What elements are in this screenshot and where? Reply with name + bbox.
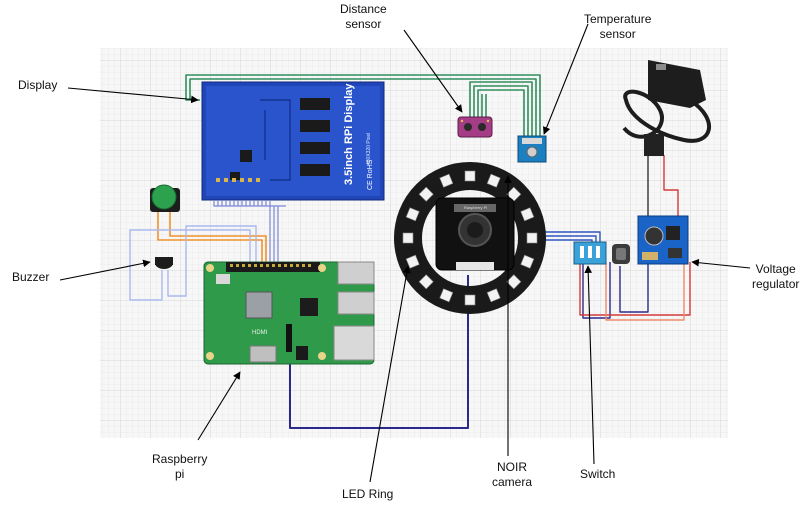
- raspberry-pi-board: HDMI: [203, 261, 375, 365]
- label-temperature-sensor-line2: sensor: [599, 27, 636, 41]
- camera-brand-text: Raspberry Pi: [464, 205, 487, 210]
- led-ring-leds: [402, 170, 538, 306]
- label-led-ring-text: LED Ring: [342, 487, 394, 501]
- label-voltage-regulator-line1: Voltage: [755, 262, 796, 276]
- label-buzzer: Buzzer: [12, 270, 49, 285]
- led-pixel: [520, 254, 535, 269]
- label-switch: Switch: [580, 467, 615, 482]
- label-switch-text: Switch: [580, 467, 616, 481]
- led-pixel: [418, 274, 434, 290]
- led-pixel: [506, 186, 522, 202]
- label-temperature-sensor: Temperature sensor: [584, 12, 651, 42]
- display-res-text: 480X320 Pixel: [366, 133, 372, 165]
- distance-sensor-module: [457, 116, 493, 138]
- switch-module: [573, 241, 630, 265]
- label-temperature-sensor-line1: Temperature: [584, 12, 652, 26]
- led-pixel: [506, 274, 522, 290]
- led-pixel: [439, 288, 454, 303]
- led-pixel: [486, 288, 501, 303]
- label-raspberry-pi-line2: pi: [175, 467, 185, 481]
- label-voltage-regulator-line2: regulator: [752, 277, 800, 291]
- callout-arrows: [59, 23, 751, 483]
- voltage-regulator-module: [637, 215, 689, 265]
- temperature-sensor-module: [517, 135, 547, 163]
- led-pixel: [418, 186, 434, 202]
- label-display: Display: [18, 78, 57, 93]
- label-noir-camera-line2: camera: [492, 475, 533, 489]
- label-noir-camera-line1: NOIR: [497, 460, 527, 474]
- rpi-hdmi-text: HDMI: [252, 330, 268, 336]
- label-noir-camera: NOIR camera: [492, 460, 532, 490]
- led-pixel: [402, 232, 414, 244]
- noir-camera-module: Raspberry Pi: [435, 197, 515, 271]
- push-button: [150, 184, 180, 212]
- display-title-text: 3.5inch RPi Display: [343, 83, 355, 185]
- buzzer-component: [155, 257, 173, 269]
- label-raspberry-pi: Raspberry pi: [152, 452, 207, 482]
- led-ring: [394, 162, 546, 314]
- led-pixel: [526, 232, 538, 244]
- label-distance-sensor: Distance sensor: [340, 2, 387, 32]
- label-distance-sensor-line1: Distance: [340, 2, 387, 16]
- led-pixel: [486, 173, 501, 188]
- led-pixel: [464, 294, 476, 306]
- power-adapter: [622, 60, 711, 156]
- led-pixel: [405, 207, 420, 222]
- label-voltage-regulator: Voltage regulator: [752, 262, 799, 292]
- label-raspberry-pi-line1: Raspberry: [152, 452, 208, 466]
- led-pixel: [439, 173, 454, 188]
- display-module: 3.5inch RPi Display 480X320 Pixel CE RoH…: [201, 81, 385, 262]
- led-pixel: [405, 254, 420, 269]
- led-pixel: [520, 207, 535, 222]
- display-ce-text: CE RoHS: [367, 159, 374, 190]
- label-buzzer-text: Buzzer: [12, 270, 50, 284]
- led-pixel: [464, 170, 476, 182]
- label-led-ring: LED Ring: [342, 487, 393, 502]
- label-distance-sensor-line2: sensor: [345, 17, 382, 31]
- label-display-text: Display: [18, 78, 58, 92]
